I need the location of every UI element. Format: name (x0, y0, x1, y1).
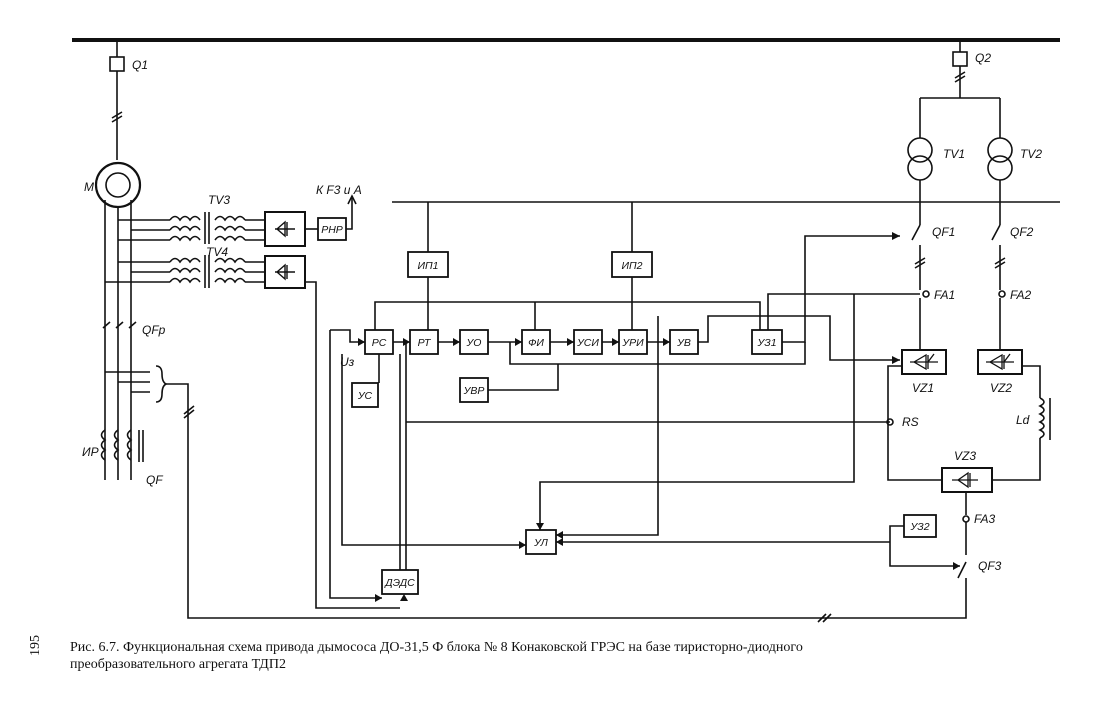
label-rs: RS (902, 415, 919, 429)
q2-breaker (953, 52, 967, 66)
label-tv2: TV2 (1020, 147, 1042, 161)
block-uv-label: УВ (676, 337, 691, 349)
motor-m-outer (96, 163, 140, 207)
label-ld: Ld (1016, 413, 1030, 427)
label-fa3: FA3 (974, 512, 995, 526)
tv2-winding-b (988, 156, 1012, 180)
label-tv4: TV4 (206, 245, 228, 259)
block-uvr-label: УВР (463, 385, 485, 397)
caption-line-2: преобразовательного агрегата ТДП2 (70, 656, 1070, 673)
label-vz1: VZ1 (912, 381, 934, 395)
label-qf2: QF2 (1010, 225, 1034, 239)
block-ip1-label: ИП1 (418, 260, 439, 272)
label-m: M (84, 180, 94, 194)
label-fa2: FA2 (1010, 288, 1031, 302)
qf1-switch (912, 225, 920, 290)
label-tv3: TV3 (208, 193, 230, 207)
label-fa1: FA1 (934, 288, 955, 302)
qf2-switch (992, 225, 1000, 290)
label-qf3: QF3 (978, 559, 1002, 573)
block-uz2-label: УЗ2 (909, 521, 929, 533)
block-us-label: УС (357, 390, 373, 402)
block-rnr-label: РНР (321, 224, 343, 236)
block-ip2-label: ИП2 (622, 260, 643, 272)
block-uz1-label: УЗ1 (756, 337, 776, 349)
tv3-secondary-coil (215, 217, 245, 241)
block-rs-label: РС (372, 337, 387, 349)
label-vz3: VZ3 (954, 449, 976, 463)
inductor-ld (1040, 398, 1044, 438)
block-uri-label: УРИ (621, 337, 644, 349)
q1-breaker (110, 57, 124, 71)
label-q2: Q2 (975, 51, 991, 65)
label-vz2: VZ2 (990, 381, 1012, 395)
label-qfp: QFp (142, 323, 166, 337)
block-fi-label: ФИ (528, 337, 544, 349)
motor-m-inner (106, 173, 130, 197)
caption-line-1: Рис. 6.7. Функциональная схема привода д… (70, 639, 1070, 656)
label-ir: ИР (82, 445, 99, 459)
block-usi-label: УСИ (576, 337, 599, 349)
block-ul-label: УЛ (533, 537, 548, 549)
qf3-switch (958, 522, 966, 618)
ir-coils (102, 430, 132, 460)
tv3-primary-coil (170, 217, 200, 241)
block-uo-label: УО (466, 337, 482, 349)
label-qf1: QF1 (932, 225, 955, 239)
block-dzds-label: ДЭДС (384, 577, 415, 589)
block-rt-label: РТ (418, 337, 432, 349)
label-uz: Uз (340, 355, 355, 369)
figure-caption: Рис. 6.7. Функциональная схема привода д… (70, 639, 1070, 673)
page-number: 195 (28, 635, 44, 656)
tv4-secondary-coil (215, 259, 245, 283)
label-tv1: TV1 (943, 147, 965, 161)
tv4-primary-coil (170, 259, 200, 283)
label-q1: Q1 (132, 58, 148, 72)
label-to-f3: К F3 и А (316, 183, 362, 197)
tv1-winding-b (908, 156, 932, 180)
label-qf: QF (146, 473, 163, 487)
